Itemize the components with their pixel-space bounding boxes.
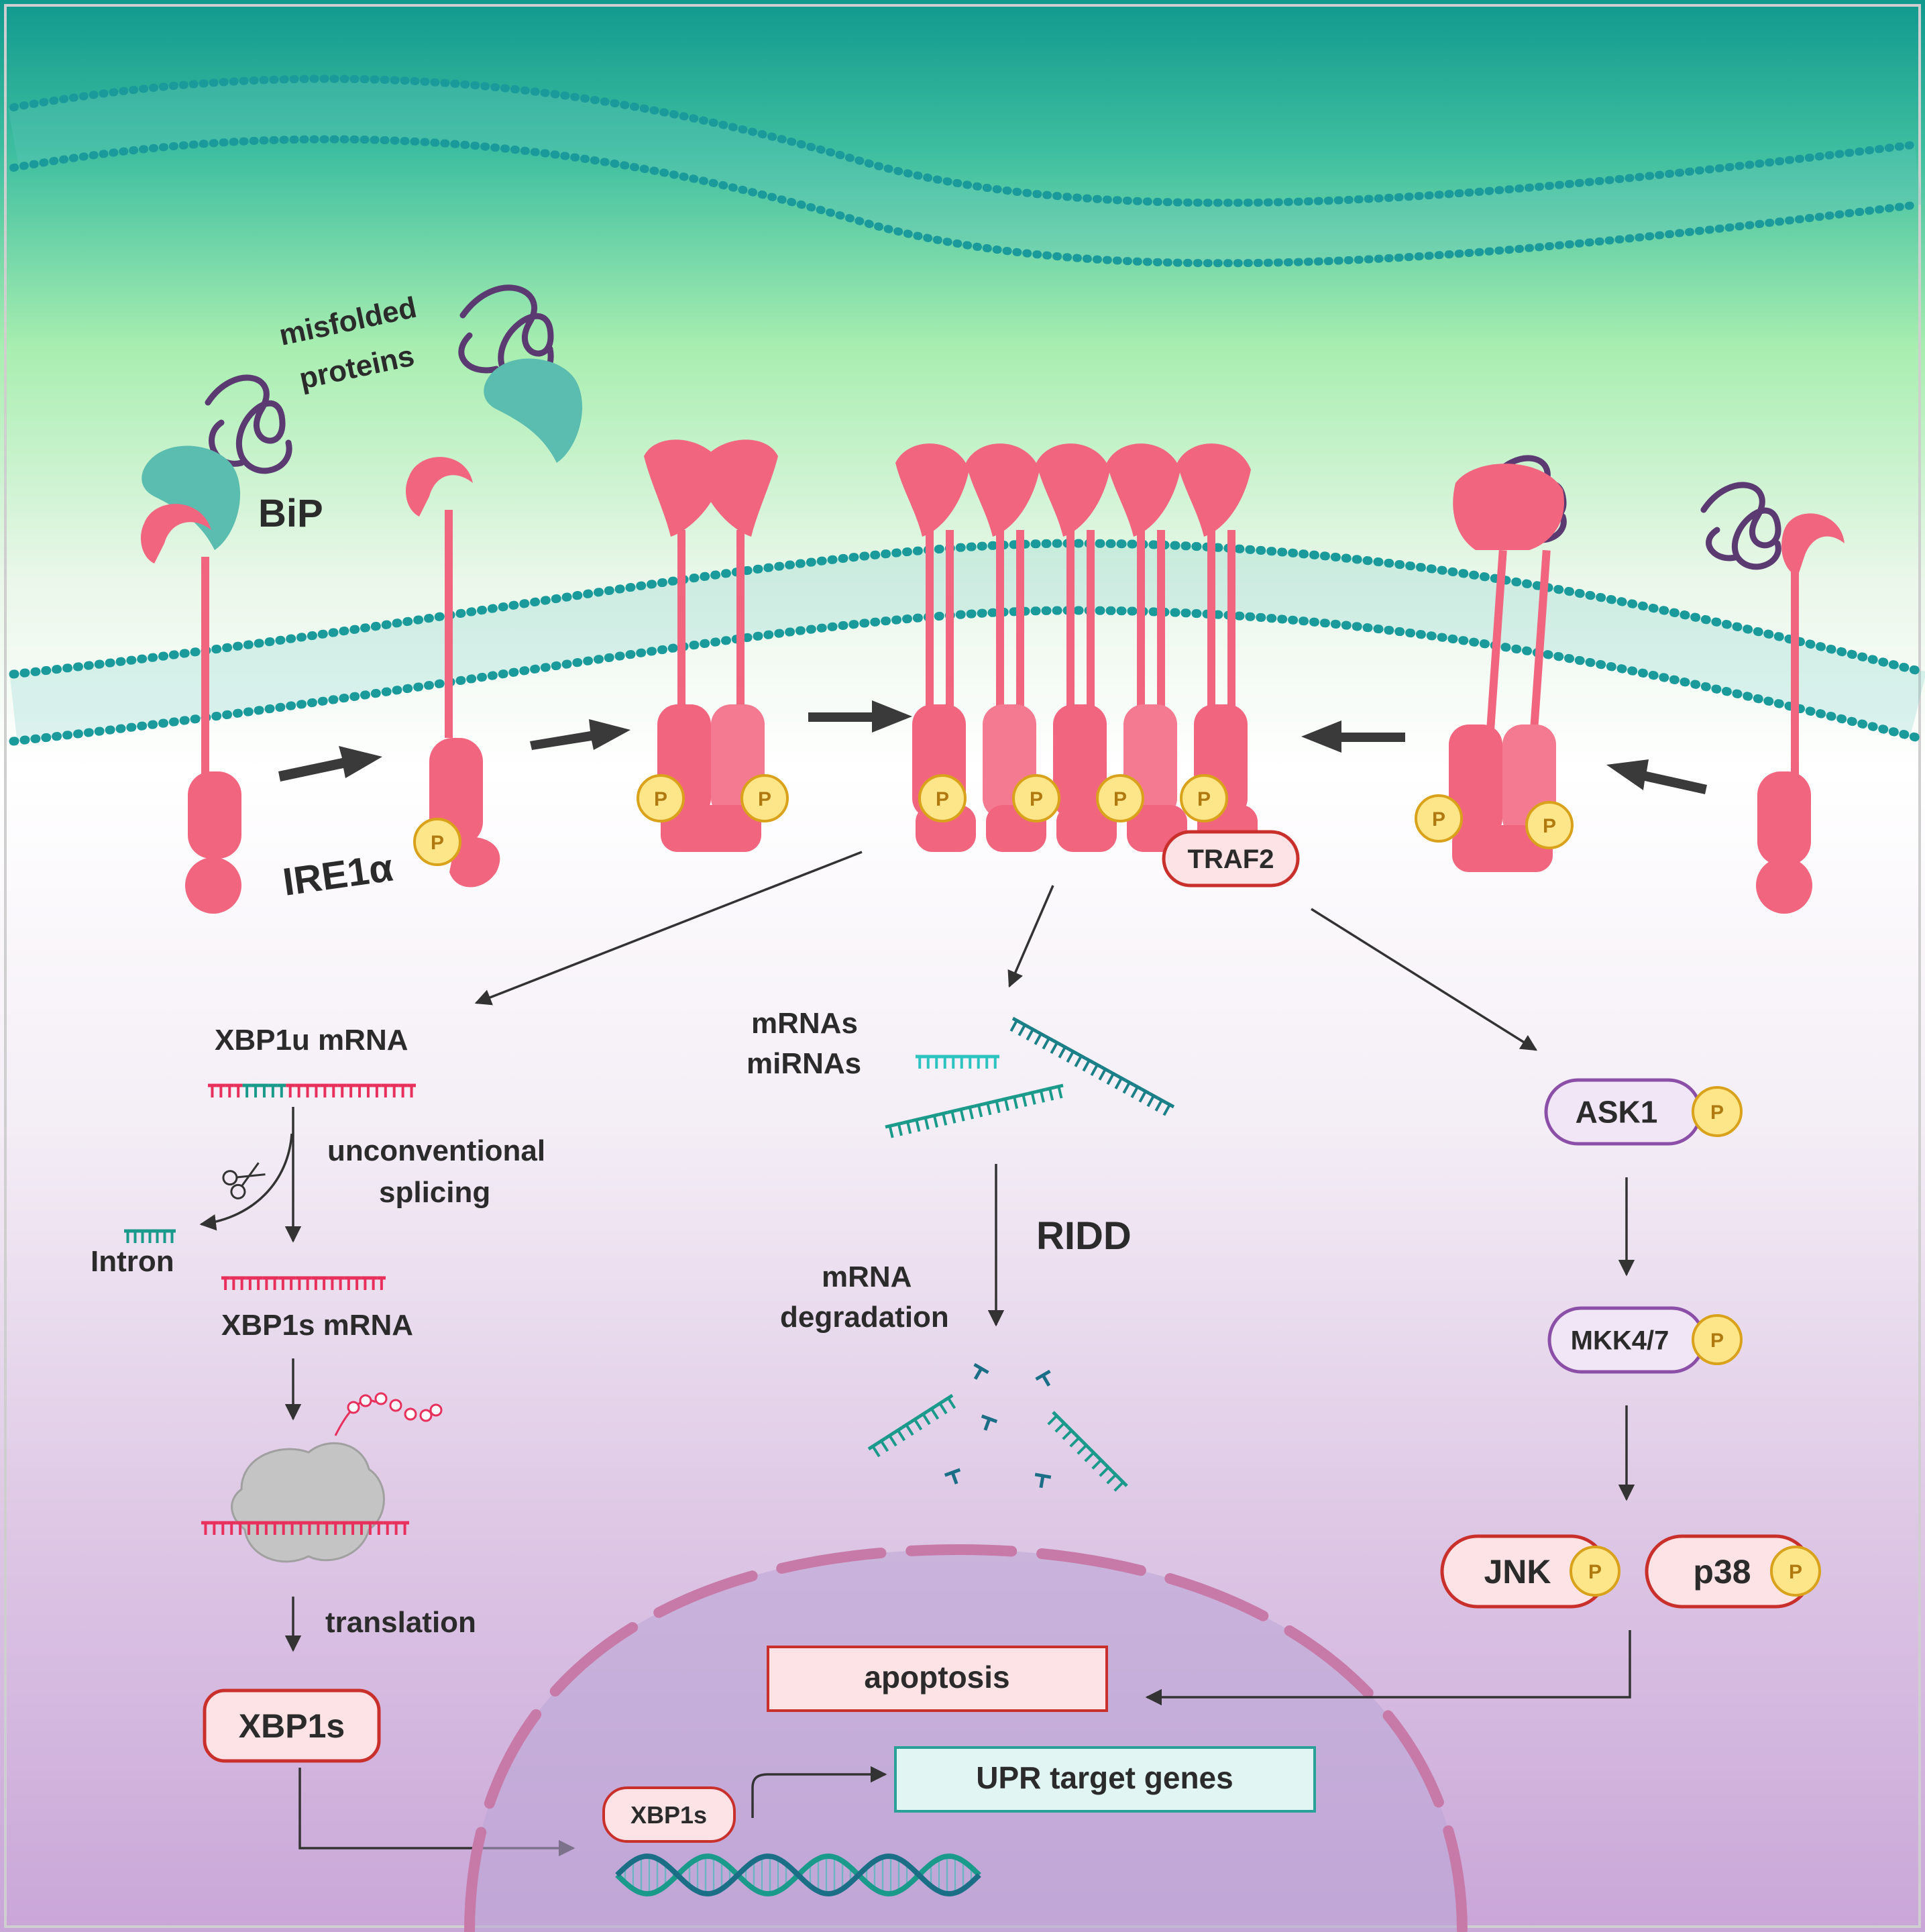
rna-strand bbox=[221, 1276, 386, 1290]
traf2: TRAF2 bbox=[1162, 830, 1300, 888]
phospho-label: P bbox=[1789, 1561, 1802, 1583]
nucleotide-fragment bbox=[981, 1414, 998, 1431]
phospho-label: P bbox=[1030, 788, 1043, 810]
rna-strand bbox=[208, 1083, 416, 1097]
intron-excision-arrow bbox=[199, 1133, 293, 1231]
ire1a-monomer-bip-bound bbox=[141, 504, 241, 914]
phospho-label: P bbox=[1113, 788, 1127, 810]
phospho-label: P bbox=[1197, 788, 1211, 810]
xbp1u-mrna bbox=[208, 1083, 416, 1097]
apoptosis-label: apoptosis bbox=[864, 1660, 1009, 1695]
translation-label: translation bbox=[325, 1606, 476, 1639]
xbp1s-nuclear: XBP1s bbox=[602, 1786, 736, 1843]
splicing-label: splicing bbox=[379, 1176, 490, 1209]
phospho-label: P bbox=[1432, 808, 1445, 830]
rna-strand bbox=[916, 1055, 999, 1069]
unconventional-label: unconventional bbox=[327, 1134, 545, 1167]
traf2-label: TRAF2 bbox=[1188, 845, 1274, 874]
mrna-degradation-label-1: mRNA bbox=[822, 1260, 912, 1293]
mkk47-kinase-label: MKK4/7 bbox=[1571, 1326, 1669, 1356]
rna-strand bbox=[1047, 1411, 1128, 1492]
phospho-group: P bbox=[1692, 1314, 1743, 1365]
transcription-arrow bbox=[751, 1766, 887, 1818]
xbp1s-mrna bbox=[221, 1276, 386, 1290]
phospho-group: P bbox=[1570, 1546, 1620, 1597]
misfolded-protein-4 bbox=[1700, 482, 1781, 570]
translating-mrna bbox=[201, 1521, 409, 1535]
rna-strand bbox=[885, 1083, 1064, 1138]
degraded-rna-fragments bbox=[867, 1362, 1128, 1492]
ask1-kinase-label: ASK1 bbox=[1576, 1095, 1658, 1130]
phospho-group: P bbox=[1770, 1546, 1821, 1597]
rna-strand bbox=[867, 1393, 956, 1458]
phospho-group: P bbox=[740, 774, 789, 822]
phospho-group: P bbox=[413, 818, 461, 866]
mkk47-kinase: MKK4/7 P bbox=[1547, 1306, 1743, 1374]
p38-kinase-label: p38 bbox=[1693, 1553, 1751, 1591]
phospho-label: P bbox=[654, 788, 667, 810]
kinase-arrows bbox=[1145, 1177, 1635, 1706]
ire1a-dimer-right bbox=[1449, 464, 1564, 872]
p38-kinase: p38 P bbox=[1645, 1534, 1821, 1609]
nucleotide-fragment bbox=[944, 1468, 961, 1485]
ridd-label: RIDD bbox=[1036, 1214, 1132, 1258]
phospho-group: P bbox=[1096, 774, 1144, 822]
xbp1s-protein-label: XBP1s bbox=[239, 1707, 345, 1745]
bip-label: BiP bbox=[258, 492, 323, 535]
phospho-label: P bbox=[936, 788, 949, 810]
ire1a-monomer-right bbox=[1756, 513, 1845, 914]
bip-chaperone-2 bbox=[484, 358, 583, 463]
dna-helix bbox=[615, 1853, 981, 1897]
rna-strand bbox=[201, 1521, 409, 1535]
jnk-kinase-label: JNK bbox=[1484, 1553, 1551, 1591]
activation-arrows bbox=[278, 700, 1707, 794]
xbp1s-protein: XBP1s bbox=[203, 1688, 381, 1763]
jnk-kinase: JNK P bbox=[1440, 1534, 1620, 1609]
ire1a-dimer bbox=[644, 439, 778, 852]
ask1-kinase: ASK1 P bbox=[1544, 1078, 1743, 1146]
upper-er-membrane bbox=[8, 74, 1922, 268]
phospho-label: P bbox=[1588, 1561, 1602, 1583]
xbp1u-mrna-label: XBP1u mRNA bbox=[215, 1024, 408, 1057]
phospho-label: P bbox=[758, 788, 771, 810]
phospho-group: P bbox=[918, 774, 967, 822]
intron-label: Intron bbox=[91, 1245, 174, 1278]
phospho-label: P bbox=[1710, 1102, 1724, 1124]
upr-target-genes-label: UPR target genes bbox=[976, 1760, 1233, 1795]
phospho-group: P bbox=[1012, 774, 1060, 822]
phospho-group: P bbox=[1180, 774, 1228, 822]
intron-rna bbox=[124, 1229, 176, 1243]
phospho-group: P bbox=[1525, 801, 1574, 849]
phospho-group: P bbox=[637, 774, 685, 822]
phospho-groups: P P P P P P P P P bbox=[413, 774, 1574, 866]
nucleotide-fragment bbox=[1035, 1369, 1051, 1387]
er-membrane bbox=[9, 539, 1925, 746]
phospho-label: P bbox=[431, 832, 444, 854]
phospho-group: P bbox=[1415, 794, 1463, 843]
nucleotide-fragment bbox=[1034, 1472, 1052, 1489]
ire1a-oligomer bbox=[895, 443, 1258, 852]
mrnas-label: mRNAs bbox=[751, 1007, 858, 1040]
mirnas-label: miRNAs bbox=[747, 1047, 861, 1080]
apoptosis-box: apoptosis bbox=[767, 1646, 1108, 1712]
scissors-icon bbox=[222, 1162, 266, 1199]
xbp1s-nuclear-label: XBP1s bbox=[630, 1801, 707, 1829]
rna-strand bbox=[124, 1229, 176, 1243]
rna-strand bbox=[1009, 1016, 1175, 1116]
pathway-arrows bbox=[474, 851, 1538, 1051]
nucleotide-fragment bbox=[973, 1362, 989, 1380]
xbp1s-mrna-label: XBP1s mRNA bbox=[221, 1309, 413, 1342]
ire1a-oligomer-unit bbox=[1036, 443, 1117, 852]
rna-substrates bbox=[885, 1016, 1175, 1138]
upr-target-genes-box: UPR target genes bbox=[894, 1746, 1316, 1813]
misfolded-protein-1 bbox=[205, 374, 292, 474]
phospho-label: P bbox=[1543, 815, 1556, 837]
bip-chaperone-1 bbox=[142, 445, 241, 550]
phospho-group: P bbox=[1692, 1086, 1743, 1137]
mrna-degradation-label-2: degradation bbox=[780, 1301, 949, 1334]
phospho-label: P bbox=[1710, 1330, 1724, 1352]
